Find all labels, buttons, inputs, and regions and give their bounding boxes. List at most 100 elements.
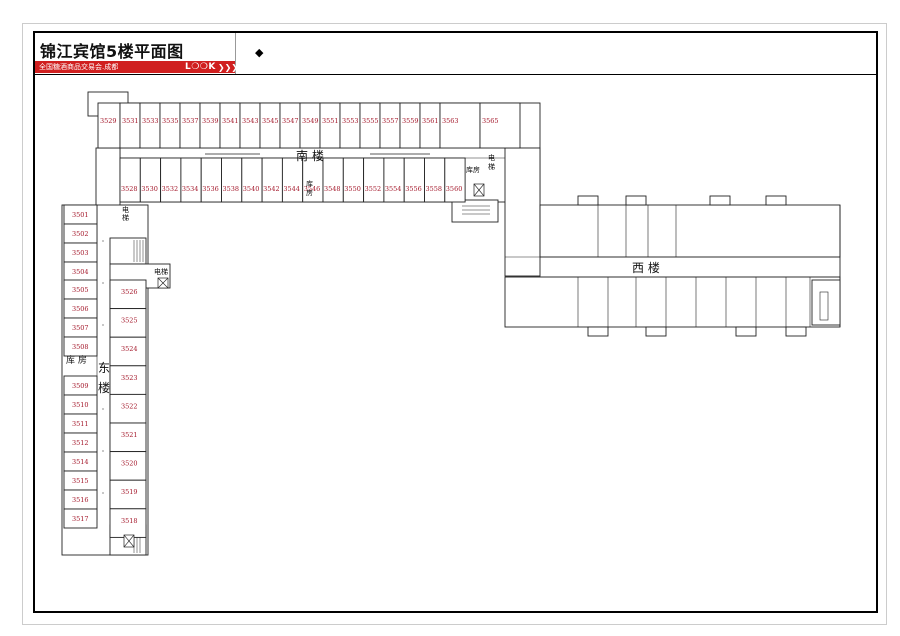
south-storage-line1: 库 (306, 179, 313, 188)
room (159, 102, 181, 149)
room-number: 3536 (202, 185, 219, 193)
room (180, 157, 202, 203)
south-east-stair (451, 199, 499, 223)
room-number: 3521 (121, 431, 138, 439)
room (239, 102, 261, 149)
room-number: 3539 (202, 117, 219, 125)
room (439, 102, 481, 149)
room-number: 3507 (72, 324, 89, 332)
room-number: 3525 (121, 317, 138, 325)
room-number: 3528 (121, 185, 138, 193)
room-number: 3542 (263, 185, 280, 193)
room-number: 3533 (142, 117, 159, 125)
room-number: 3547 (282, 117, 299, 125)
room (259, 102, 281, 149)
room (339, 102, 361, 149)
south-storage-line2: 房 (306, 188, 313, 197)
room (261, 157, 283, 203)
room (200, 157, 222, 203)
room (109, 279, 147, 310)
room-number: 3514 (72, 458, 89, 466)
room (342, 157, 365, 203)
room-number: 3548 (324, 185, 341, 193)
room (479, 102, 521, 149)
event-banner: 全国糖酒商品交易会.成都 L❍❍K❯❯❯❯ (35, 61, 245, 73)
room-number: 3512 (72, 439, 89, 447)
page-frame (22, 23, 887, 625)
room (119, 102, 141, 149)
room-number: 3518 (121, 517, 138, 525)
room-number: 3565 (482, 117, 499, 125)
room (359, 102, 381, 149)
west-wing-label: 西 楼 (632, 260, 660, 275)
room-number: 3553 (342, 117, 359, 125)
room-number: 3534 (182, 185, 199, 193)
room (109, 508, 147, 538)
event-subtitle: 全国糖酒商品交易会.成都 (39, 63, 119, 71)
room-number: 3510 (72, 401, 89, 409)
room (403, 157, 425, 203)
room-number: 3509 (72, 382, 89, 390)
room-number: 3535 (162, 117, 179, 125)
room (319, 102, 341, 149)
west-stair (811, 279, 841, 326)
room-number: 3558 (426, 185, 443, 193)
room (399, 102, 421, 149)
east-wing-label-1: 东 (98, 361, 110, 375)
room (63, 508, 98, 529)
room-number: 3559 (402, 117, 419, 125)
room-number: 3538 (223, 185, 240, 193)
logo-text: L❍❍K (185, 62, 216, 72)
room-number: 3543 (242, 117, 259, 125)
room-number: 3556 (405, 185, 422, 193)
room-number: 3526 (121, 288, 138, 296)
room-number: 3519 (121, 488, 138, 496)
room (281, 157, 304, 203)
room-number: 3501 (72, 211, 89, 219)
room-number: 3550 (344, 185, 361, 193)
room (383, 157, 405, 203)
room-number: 3540 (243, 185, 260, 193)
room-number: 3524 (121, 345, 138, 353)
room-number: 3544 (283, 185, 300, 193)
room-number: 3531 (122, 117, 139, 125)
room-number: 3517 (72, 515, 89, 523)
room-number: 3549 (302, 117, 319, 125)
east-stair (109, 237, 147, 265)
title-block (35, 33, 236, 74)
room (109, 336, 147, 367)
west-wing-south-rooms (504, 276, 841, 328)
room-number: 3551 (322, 117, 339, 125)
room-number: 3552 (365, 185, 382, 193)
room (63, 336, 98, 357)
room-number: 3506 (72, 305, 89, 313)
room (160, 157, 182, 203)
room (219, 102, 241, 149)
south-elevator-line2: 梯 (488, 162, 495, 171)
room-number: 3530 (141, 185, 158, 193)
room-number: 3511 (72, 420, 89, 428)
page-title: 锦江宾馆5楼平面图 (40, 42, 184, 61)
room (322, 157, 344, 203)
diamond-icon: ◆ (255, 46, 264, 59)
room-number: 3516 (72, 496, 89, 504)
west-wing-north-rooms (539, 204, 841, 258)
room (299, 102, 321, 149)
room-number: 3515 (72, 477, 89, 485)
room (424, 157, 446, 203)
room (179, 102, 201, 149)
room-number: 3560 (446, 185, 463, 193)
south-storage-small: 库房 (466, 165, 480, 174)
room-number: 3520 (121, 460, 138, 468)
room-number: 3537 (182, 117, 199, 125)
room (109, 451, 147, 481)
room-number: 3503 (72, 249, 89, 257)
room (139, 102, 161, 149)
east-elevator-line1: 电 (122, 205, 129, 214)
south-wing-label: 南 楼 (296, 148, 324, 163)
room (139, 157, 162, 203)
room (241, 157, 263, 203)
east-storage: 库 房 (66, 354, 87, 366)
room-number: 3504 (72, 268, 89, 276)
